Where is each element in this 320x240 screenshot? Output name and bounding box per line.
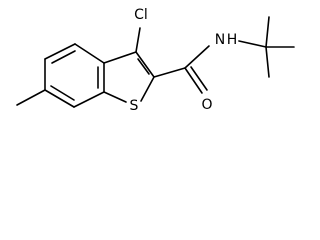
bond-c6-methyl xyxy=(16,89,46,106)
bond-c6-c7 xyxy=(44,89,75,108)
bond-carbonyl-n xyxy=(184,45,210,69)
thiophene-ring xyxy=(103,51,155,103)
bond-tbutyl-down xyxy=(265,46,270,78)
bond-c6-c7-inner xyxy=(50,85,75,101)
bond-c2-s1 xyxy=(140,76,155,102)
chlorine-label: Cl xyxy=(134,7,148,23)
bond-c4-c5-inner xyxy=(51,50,76,64)
bond-carbonyl-o-outer xyxy=(184,67,203,94)
bond-c3a-c3 xyxy=(103,51,137,64)
atom-labels: Cl S O N H xyxy=(130,7,238,114)
nitrogen-label: N xyxy=(215,32,225,48)
bond-c4-c5 xyxy=(44,43,76,60)
bond-c7-c7a xyxy=(73,91,105,108)
oxygen-label: O xyxy=(201,97,212,113)
substituent-bonds xyxy=(16,16,295,106)
bond-n-tbutyl xyxy=(238,40,267,48)
bond-carbonyl-o-inner xyxy=(190,66,208,91)
bond-c3-c2-inner xyxy=(137,58,150,75)
benzene-ring xyxy=(44,43,105,108)
bond-c3-cl xyxy=(135,27,141,53)
bond-c2-carbonyl xyxy=(153,67,186,78)
bond-tbutyl-up xyxy=(265,16,270,48)
hydrogen-label: H xyxy=(227,32,238,48)
bond-c3a-c4 xyxy=(74,43,105,64)
molecule-structure-diagram: Cl S O N H xyxy=(16,7,295,114)
amide-nh-label: N H xyxy=(215,32,238,48)
bond-c3-c2 xyxy=(135,51,155,78)
bond-s1-c7a xyxy=(103,91,127,103)
sulfur-label: S xyxy=(130,98,139,114)
